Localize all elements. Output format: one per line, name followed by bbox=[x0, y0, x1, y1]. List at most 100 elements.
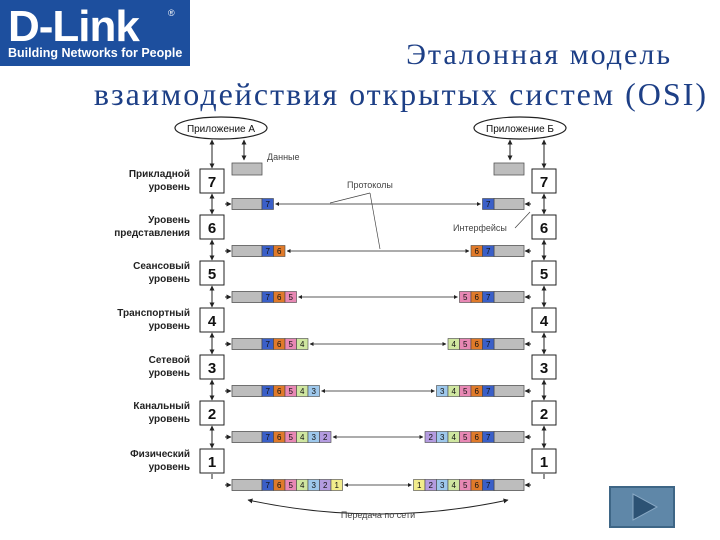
packet-left-data-1 bbox=[231, 198, 263, 210]
packet-left-header-label-7-5: 5 bbox=[289, 481, 294, 490]
layer-name-2-line1: Канальный bbox=[133, 401, 190, 412]
layer-box-right-5 bbox=[531, 260, 557, 286]
packet-right-header-label-7-3: 3 bbox=[440, 481, 445, 490]
layer-name-7-line2: уровень bbox=[149, 182, 190, 193]
layer-name-5-line1: Сеансовый bbox=[133, 261, 190, 272]
layer-box-left-4 bbox=[199, 307, 225, 333]
packet-left-header-label-4-4: 4 bbox=[300, 340, 305, 349]
packet-right-header-label-2-7: 7 bbox=[486, 247, 491, 256]
layer-name-6-line2: представления bbox=[114, 228, 190, 239]
packet-left-header-label-5-6: 6 bbox=[277, 387, 282, 396]
layer-box-left-3 bbox=[199, 354, 225, 380]
packet-left-header-label-1-7: 7 bbox=[266, 200, 271, 209]
protocols-pointer-2 bbox=[369, 192, 381, 250]
packet-left-header-label-2-6: 6 bbox=[277, 247, 282, 256]
layer-box-right-6 bbox=[531, 214, 557, 240]
layer-number-left-5: 5 bbox=[208, 266, 216, 283]
layer-number-left-1: 1 bbox=[208, 454, 216, 471]
layer-box-left-2 bbox=[199, 400, 225, 426]
packet-right-header-label-3-7: 7 bbox=[486, 293, 491, 302]
packet-right-data-7 bbox=[493, 479, 525, 491]
packet-left-header-label-6-4: 4 bbox=[300, 433, 305, 442]
packet-right-data-5 bbox=[493, 385, 525, 397]
packet-right-header-label-7-7: 7 bbox=[486, 481, 491, 490]
packet-left-header-label-6-6: 6 bbox=[277, 433, 282, 442]
packet-left-header-3-5 bbox=[284, 291, 297, 303]
packet-right-header-label-6-4: 4 bbox=[452, 433, 457, 442]
packet-right-header-label-6-7: 7 bbox=[486, 433, 491, 442]
packet-left-header-label-5-3: 3 bbox=[312, 387, 317, 396]
packet-left-header-label-4-5: 5 bbox=[289, 340, 294, 349]
packet-right-header-3-7 bbox=[482, 291, 495, 303]
data-block-right bbox=[493, 162, 525, 176]
packet-left-data-5 bbox=[231, 385, 263, 397]
layer-name-1-line1: Физический bbox=[130, 449, 190, 460]
packet-left-header-label-4-6: 6 bbox=[277, 340, 282, 349]
layer-box-right-7 bbox=[531, 168, 557, 194]
packet-left-header-7-1 bbox=[330, 479, 343, 491]
packet-left-header-label-6-5: 5 bbox=[289, 433, 294, 442]
layer-name-1-line2: уровень bbox=[149, 462, 190, 473]
packet-right-header-5-7 bbox=[482, 385, 495, 397]
layer-box-right-3 bbox=[531, 354, 557, 380]
packet-left-data-7 bbox=[231, 479, 263, 491]
packet-left-header-label-7-3: 3 bbox=[312, 481, 317, 490]
data-block-left bbox=[231, 162, 263, 176]
layer-number-right-7: 7 bbox=[540, 174, 548, 191]
network-transfer-arrow bbox=[247, 498, 509, 515]
packet-left-header-label-5-5: 5 bbox=[289, 387, 294, 396]
layer-number-right-5: 5 bbox=[540, 266, 548, 283]
layer-number-right-6: 6 bbox=[540, 220, 548, 237]
interfaces-label: Интерфейсы bbox=[453, 223, 507, 233]
layer-number-left-6: 6 bbox=[208, 220, 216, 237]
packet-left-header-label-7-6: 6 bbox=[277, 481, 282, 490]
packet-left-header-label-2-7: 7 bbox=[266, 247, 271, 256]
layer-number-right-2: 2 bbox=[540, 406, 548, 423]
slide-title-line-2: взаимодействия открытых систем (OSI) bbox=[93, 76, 708, 112]
layer-name-7-line1: Прикладной bbox=[129, 169, 190, 180]
layer-box-right-2 bbox=[531, 400, 557, 426]
packet-right-header-label-5-4: 4 bbox=[452, 387, 457, 396]
packet-right-header-label-5-3: 3 bbox=[440, 387, 445, 396]
layer-number-right-3: 3 bbox=[540, 360, 548, 377]
packet-left-data-6 bbox=[231, 431, 263, 443]
layer-box-left-1 bbox=[199, 448, 225, 474]
packet-right-data-4 bbox=[493, 338, 525, 350]
packet-right-header-label-3-6: 6 bbox=[475, 293, 480, 302]
logo-brand: D-Link bbox=[8, 2, 140, 51]
packet-right-header-label-6-3: 3 bbox=[440, 433, 445, 442]
packet-left-header-label-7-4: 4 bbox=[300, 481, 305, 490]
packet-left-header-label-3-5: 5 bbox=[289, 293, 294, 302]
interfaces-pointer bbox=[514, 211, 531, 229]
packet-left-header-label-7-2: 2 bbox=[323, 481, 328, 490]
packet-right-header-1-7 bbox=[482, 198, 495, 210]
layer-number-left-3: 3 bbox=[208, 360, 216, 377]
layer-number-right-4: 4 bbox=[540, 313, 549, 330]
packet-left-header-label-6-2: 2 bbox=[323, 433, 328, 442]
packet-left-header-label-6-7: 7 bbox=[266, 433, 271, 442]
packet-right-header-label-4-7: 7 bbox=[486, 340, 491, 349]
layer-name-3-line1: Сетевой bbox=[149, 355, 190, 366]
packet-left-header-label-7-7: 7 bbox=[266, 481, 271, 490]
packet-left-header-label-3-6: 6 bbox=[277, 293, 282, 302]
packet-right-header-label-2-6: 6 bbox=[475, 247, 480, 256]
packet-left-header-6-2 bbox=[319, 431, 332, 443]
app-b-ellipse bbox=[473, 116, 567, 140]
packet-right-header-label-7-6: 6 bbox=[475, 481, 480, 490]
layer-name-2-line2: уровень bbox=[149, 414, 190, 425]
layer-name-6-line1: Уровень bbox=[148, 215, 190, 226]
layer-number-left-4: 4 bbox=[208, 313, 217, 330]
layer-box-left-6 bbox=[199, 214, 225, 240]
layer-box-right-1 bbox=[531, 448, 557, 474]
packet-left-header-5-3 bbox=[307, 385, 320, 397]
packet-right-header-label-4-4: 4 bbox=[452, 340, 457, 349]
packet-right-header-label-5-6: 6 bbox=[475, 387, 480, 396]
logo-registered-mark: ® bbox=[168, 8, 175, 18]
next-slide-button[interactable] bbox=[609, 486, 675, 528]
protocols-label: Протоколы bbox=[347, 180, 393, 190]
layer-name-4-line1: Транспортный bbox=[117, 308, 190, 319]
packet-right-header-label-7-1: 1 bbox=[417, 481, 422, 490]
data-label: Данные bbox=[267, 152, 300, 162]
packet-right-header-label-4-6: 6 bbox=[475, 340, 480, 349]
